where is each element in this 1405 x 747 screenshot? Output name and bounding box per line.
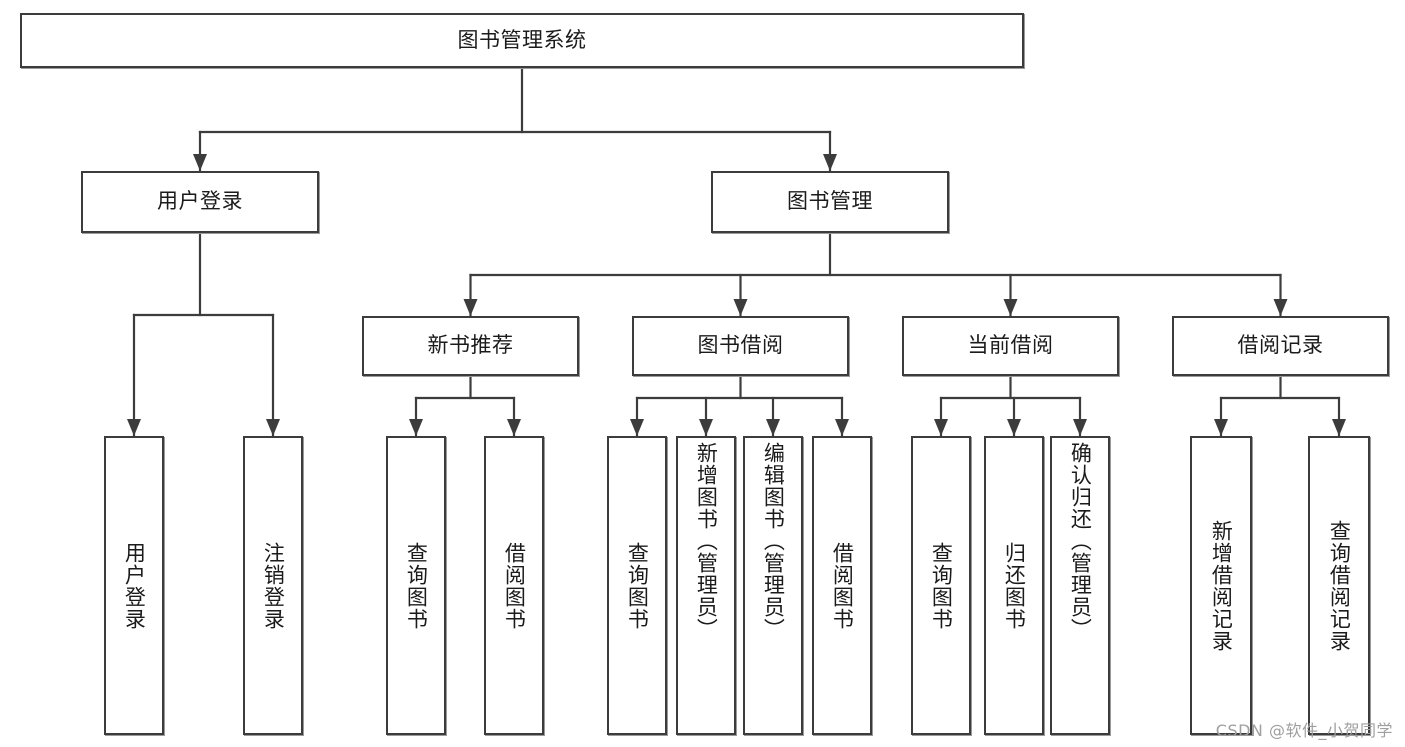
node-label: 图书管理系统: [457, 27, 587, 52]
node-leaf-return-book[interactable]: 归还图书: [984, 436, 1044, 735]
node-book-borrow[interactable]: 图书借阅: [632, 316, 849, 376]
node-label: 查询图书: [625, 541, 650, 630]
connector-arrowhead: [835, 419, 849, 436]
connector-arrowhead: [699, 419, 713, 436]
node-leaf-query-borrow-record[interactable]: 查询借阅记录: [1308, 436, 1370, 735]
connector-arrowhead: [766, 419, 780, 436]
connector-arrowhead: [1214, 419, 1228, 436]
node-label: 编辑图书（管理员）: [761, 442, 786, 640]
node-user-login[interactable]: 用户登录: [81, 171, 319, 233]
connector-arrowhead: [1073, 419, 1087, 436]
csdn-watermark: CSDN @软件_小贺同学: [1215, 721, 1393, 740]
node-label: 查询图书: [404, 541, 429, 630]
connector-arrowhead: [507, 419, 521, 436]
node-root[interactable]: 图书管理系统: [20, 13, 1024, 68]
node-label: 用户登录: [122, 541, 147, 630]
connector-arrowhead: [630, 419, 644, 436]
node-leaf-add-borrow-record[interactable]: 新增借阅记录: [1190, 436, 1252, 735]
connector-arrowhead: [193, 154, 207, 171]
node-leaf-query-book-2[interactable]: 查询图书: [607, 436, 667, 735]
node-borrow-record[interactable]: 借阅记录: [1172, 316, 1389, 376]
node-leaf-borrow-book-2[interactable]: 借阅图书: [812, 436, 872, 735]
connector-arrowhead: [463, 299, 478, 316]
node-label: 借阅图书: [830, 541, 855, 630]
node-label: 新增图书（管理员）: [694, 442, 719, 640]
node-new-book-recommend[interactable]: 新书推荐: [362, 316, 579, 376]
node-label: 注销登录: [261, 541, 286, 630]
node-current-borrow[interactable]: 当前借阅: [902, 316, 1119, 376]
node-leaf-edit-book-admin[interactable]: 编辑图书（管理员）: [743, 436, 803, 735]
connector-arrowhead: [1273, 299, 1288, 316]
connector-arrowhead: [266, 419, 280, 436]
node-leaf-add-book-admin[interactable]: 新增图书（管理员）: [676, 436, 736, 735]
connector-arrowhead: [1003, 299, 1018, 316]
connector-arrowhead: [409, 419, 423, 436]
node-label: 新增借阅记录: [1209, 519, 1234, 652]
node-leaf-user-login[interactable]: 用户登录: [104, 436, 164, 735]
connector-arrowhead: [1007, 419, 1021, 436]
connector-arrowhead: [127, 419, 141, 436]
connector-arrowhead: [1332, 419, 1346, 436]
node-leaf-borrow-book-1[interactable]: 借阅图书: [484, 436, 544, 735]
connector-arrowhead: [733, 299, 748, 316]
node-leaf-query-book-1[interactable]: 查询图书: [386, 436, 446, 735]
node-book-management[interactable]: 图书管理: [711, 171, 949, 233]
node-leaf-logout[interactable]: 注销登录: [243, 436, 303, 735]
node-label: 归还图书: [1002, 541, 1027, 630]
node-label: 查询图书: [929, 541, 954, 630]
node-leaf-confirm-return-admin[interactable]: 确认归还（管理员）: [1050, 436, 1110, 735]
node-label: 图书管理: [787, 189, 873, 214]
node-label: 查询借阅记录: [1327, 519, 1352, 652]
connector-arrowhead: [823, 154, 837, 171]
node-label: 借阅记录: [1237, 333, 1324, 358]
node-label: 用户登录: [157, 189, 243, 214]
node-label: 确认归还（管理员）: [1068, 442, 1093, 640]
connector-arrowhead: [934, 419, 948, 436]
node-leaf-query-book-3[interactable]: 查询图书: [911, 436, 971, 735]
node-label: 新书推荐: [427, 333, 514, 358]
node-label: 借阅图书: [502, 541, 527, 630]
node-label: 图书借阅: [697, 333, 784, 358]
node-label: 当前借阅: [967, 333, 1054, 358]
